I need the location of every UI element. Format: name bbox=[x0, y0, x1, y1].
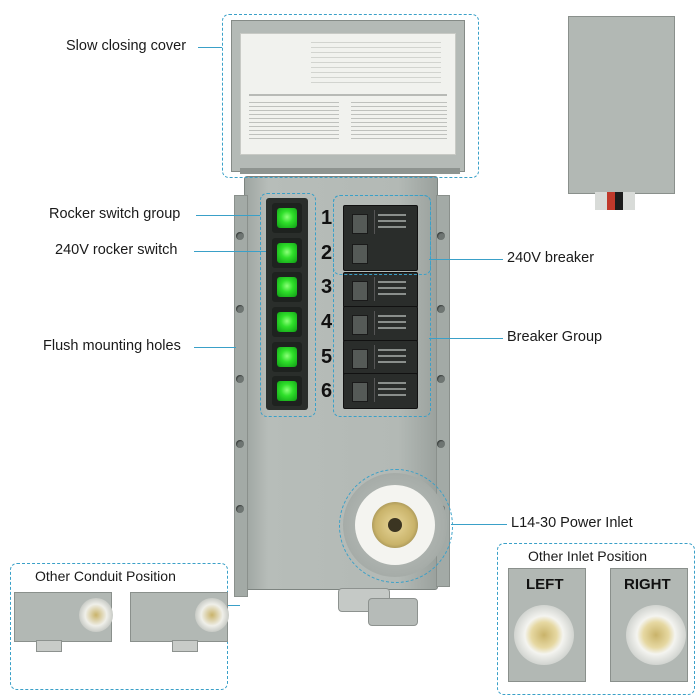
back-view-box bbox=[568, 16, 675, 194]
label-slow-cover: Slow closing cover bbox=[66, 38, 187, 54]
circuit-number: 6 bbox=[321, 380, 333, 402]
left-inlet-socket bbox=[514, 605, 574, 665]
label-right: RIGHT bbox=[624, 576, 671, 593]
label-breaker-group: Breaker Group bbox=[507, 329, 603, 345]
inlet-callout-circle bbox=[339, 469, 453, 583]
rocker-switch-plate bbox=[266, 198, 308, 410]
mounting-hole bbox=[236, 305, 244, 313]
rocker-switch[interactable] bbox=[272, 203, 302, 233]
leader-line bbox=[196, 215, 260, 216]
mounting-hole bbox=[437, 232, 445, 240]
label-rocker-group: Rocker switch group bbox=[49, 206, 181, 222]
left-flange bbox=[234, 195, 248, 597]
leader-line bbox=[194, 251, 266, 252]
circuit-number: 4 bbox=[321, 311, 333, 333]
rocker-switch[interactable] bbox=[272, 238, 302, 268]
mounting-hole bbox=[437, 440, 445, 448]
mounting-hole bbox=[437, 375, 445, 383]
conduit-photo-2-fitting bbox=[172, 640, 198, 652]
circuit-number: 1 bbox=[321, 207, 333, 229]
label-other-conduit: Other Conduit Position bbox=[35, 568, 176, 584]
leader-line bbox=[429, 338, 503, 339]
label-other-inlet: Other Inlet Position bbox=[528, 548, 648, 564]
mounting-hole bbox=[236, 375, 244, 383]
leader-line bbox=[198, 47, 222, 48]
leader-line bbox=[451, 524, 507, 525]
right-inlet-socket bbox=[626, 605, 686, 665]
leader-line bbox=[429, 259, 503, 260]
leader-line bbox=[226, 605, 240, 606]
mounting-hole bbox=[437, 305, 445, 313]
conduit-photo-2-inlet bbox=[195, 598, 229, 632]
label-flush-holes: Flush mounting holes bbox=[43, 338, 181, 354]
conduit-photo-1-fitting bbox=[36, 640, 62, 652]
back-view-wires bbox=[595, 192, 635, 210]
label-left: LEFT bbox=[526, 576, 564, 593]
circuit-number: 3 bbox=[321, 276, 333, 298]
circuit-number: 5 bbox=[321, 346, 333, 368]
conduit-fitting bbox=[368, 598, 418, 626]
inlet-inset-box bbox=[497, 543, 695, 695]
breaker[interactable] bbox=[343, 306, 418, 342]
label-240v-rocker: 240V rocker switch bbox=[55, 242, 178, 258]
cover-hinge bbox=[240, 168, 460, 174]
mounting-hole bbox=[236, 505, 244, 513]
rocker-switch[interactable] bbox=[272, 272, 302, 302]
label-power-inlet: L14-30 Power Inlet bbox=[511, 515, 633, 531]
open-cover bbox=[231, 20, 465, 172]
label-240v-breaker: 240V breaker bbox=[507, 250, 595, 266]
mounting-hole bbox=[236, 440, 244, 448]
cover-callout-box bbox=[222, 14, 479, 178]
rocker-switch[interactable] bbox=[272, 376, 302, 406]
breaker[interactable] bbox=[343, 373, 418, 409]
rocker-switch[interactable] bbox=[272, 342, 302, 372]
cover-manual-sheet bbox=[240, 33, 456, 155]
mounting-hole bbox=[236, 232, 244, 240]
leader-line bbox=[194, 347, 236, 348]
breaker-240v[interactable] bbox=[343, 205, 418, 271]
breaker-group-callout-box bbox=[333, 195, 431, 417]
conduit-photo-1-inlet bbox=[79, 598, 113, 632]
rocker-callout-box bbox=[260, 193, 316, 417]
rocker-switch[interactable] bbox=[272, 307, 302, 337]
circuit-number: 2 bbox=[321, 242, 333, 264]
